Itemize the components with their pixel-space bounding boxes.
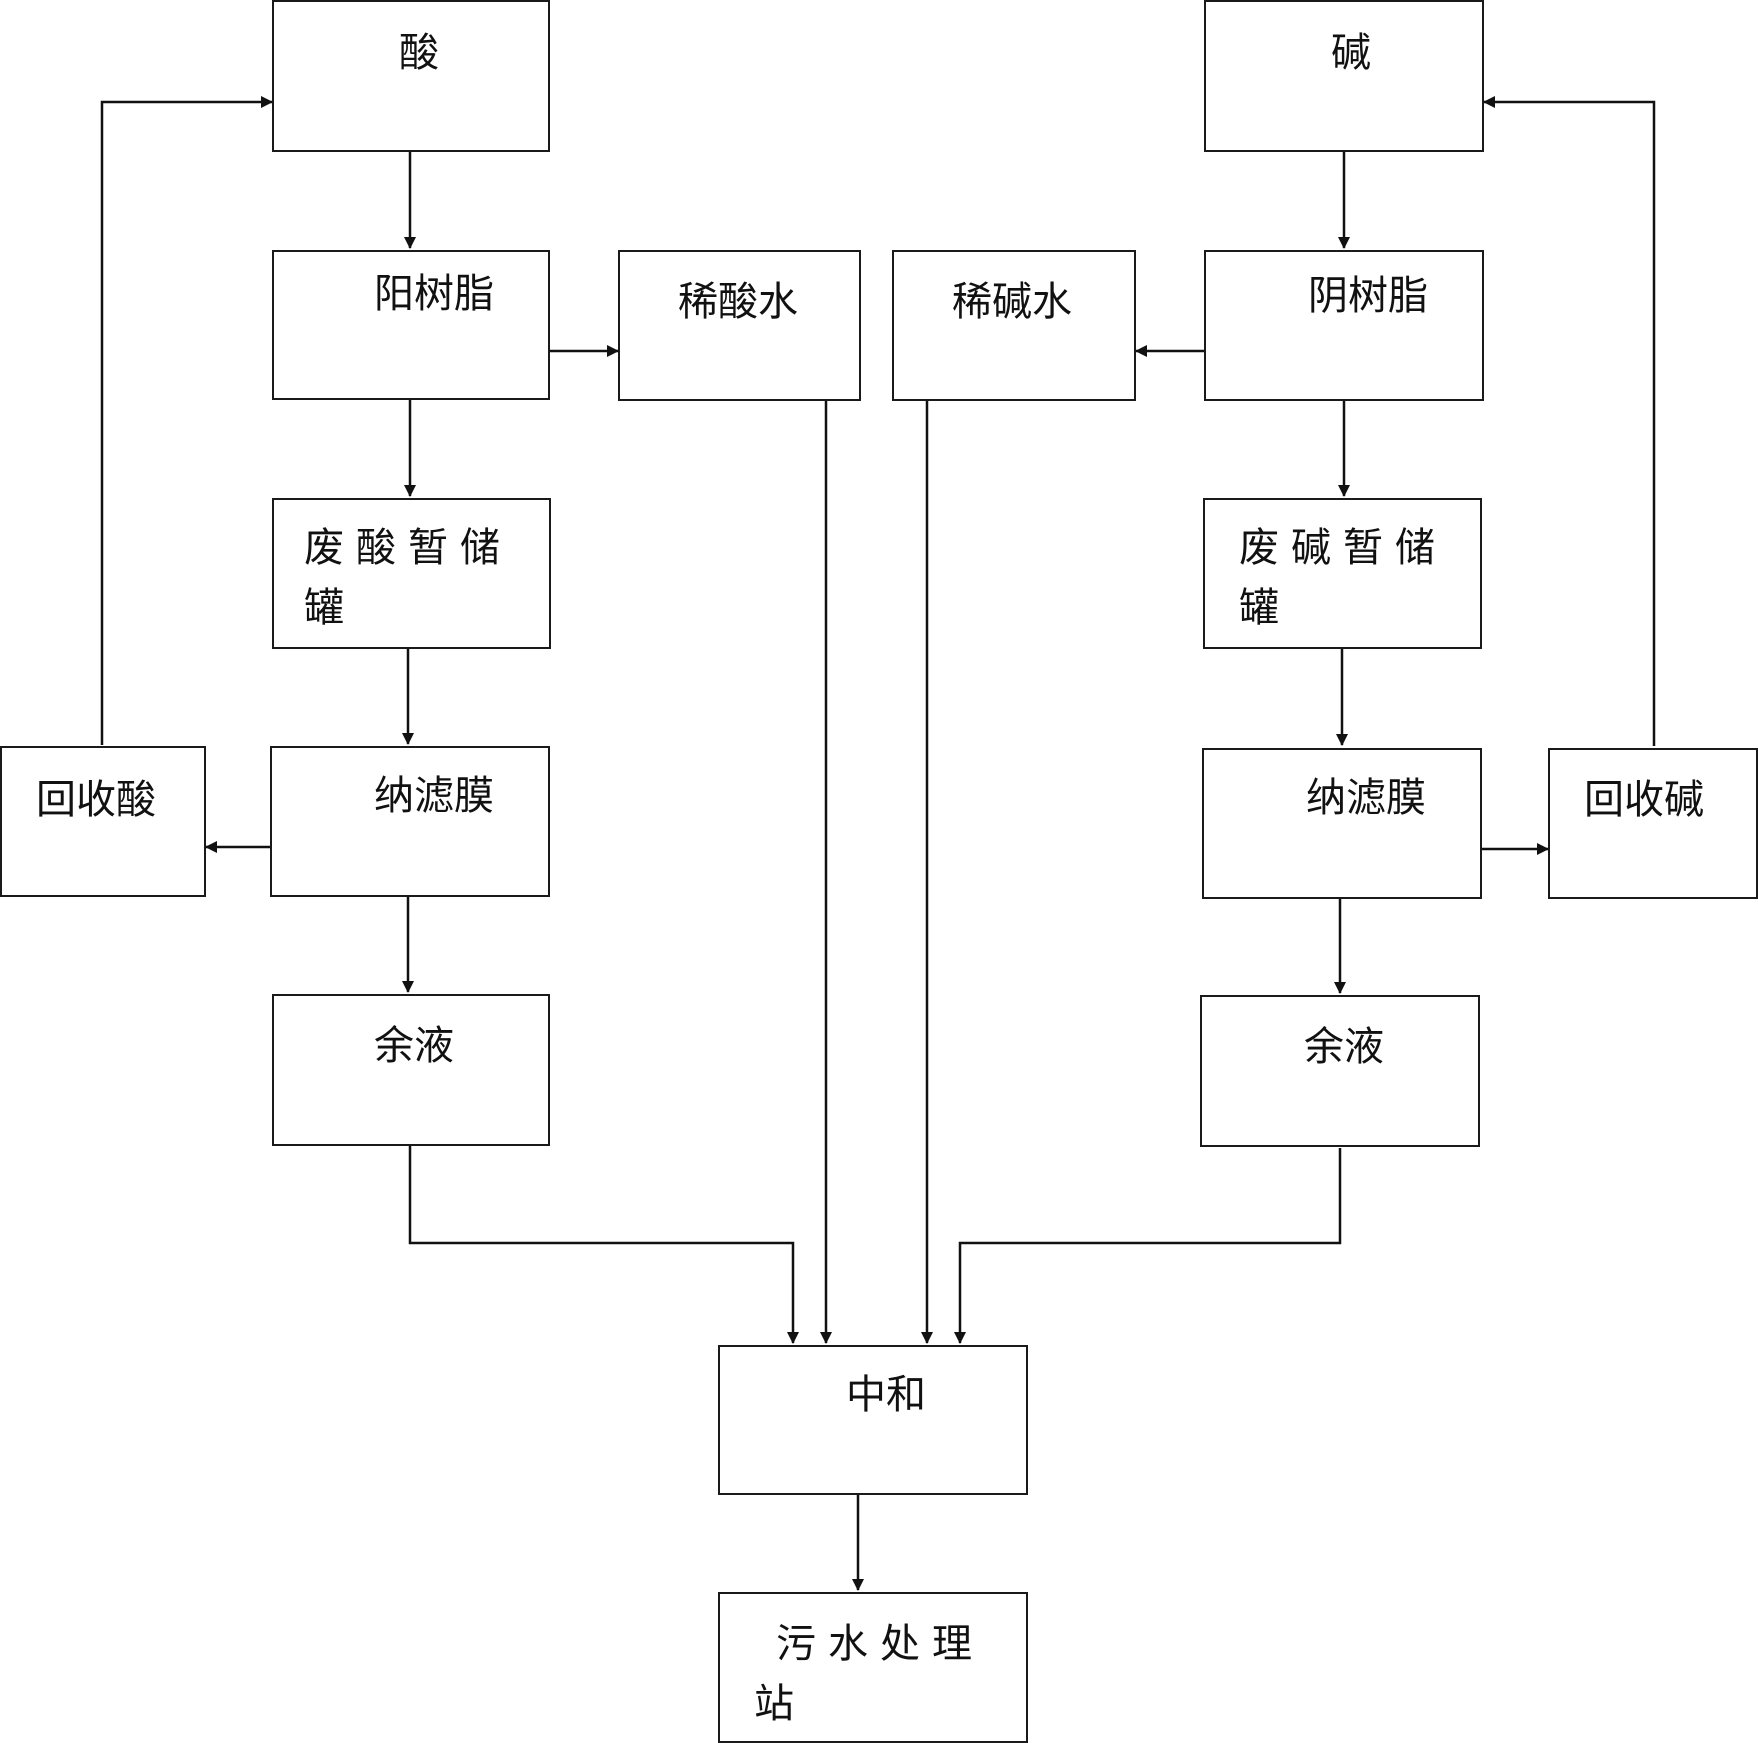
residue-left-box: 余液: [272, 994, 550, 1146]
recovered-acid-box: 回收酸: [0, 746, 206, 897]
residue-right-box: 余液: [1200, 995, 1480, 1147]
waste-base-tank-box: 废碱暂储 罐: [1203, 498, 1482, 649]
base-box: 碱: [1204, 0, 1484, 152]
cation-resin-box: 阳树脂: [272, 250, 550, 400]
waste-acid-tank-label-line1: 废酸暂储: [304, 525, 512, 571]
recovered-acid-label: 回收酸: [36, 777, 156, 823]
anion-resin-box: 阴树脂: [1204, 250, 1484, 401]
nanofiltration-right-box: 纳滤膜: [1202, 748, 1482, 899]
acid-label: 酸: [399, 30, 439, 76]
neutralization-box: 中和: [718, 1345, 1028, 1495]
waste-acid-tank-box: 废酸暂储 罐: [272, 498, 551, 649]
anion-resin-label: 阴树脂: [1308, 273, 1428, 319]
neutralization-label: 中和: [846, 1372, 926, 1418]
base-label: 碱: [1331, 30, 1371, 76]
waste-acid-tank-label-line2: 罐: [304, 585, 344, 631]
residue-right-label: 余液: [1304, 1024, 1384, 1070]
sewage-station-label-line2: 站: [754, 1681, 794, 1727]
nanofiltration-right-label: 纳滤膜: [1306, 775, 1426, 821]
nanofiltration-left-label: 纳滤膜: [374, 773, 494, 819]
arrow-residue-right-to-neutralization: [954, 1148, 1342, 1344]
recovered-base-label: 回收碱: [1584, 777, 1704, 823]
dilute-acid-water-label: 稀酸水: [678, 279, 798, 325]
sewage-station-box: 污水处理 站: [718, 1592, 1028, 1743]
dilute-acid-water-box: 稀酸水: [618, 250, 861, 401]
sewage-station-label-line1: 污水处理: [776, 1621, 984, 1667]
waste-base-tank-label-line1: 废碱暂储: [1239, 525, 1447, 571]
dilute-base-water-box: 稀碱水: [892, 250, 1136, 401]
cation-resin-label: 阳树脂: [374, 271, 494, 317]
acid-box: 酸: [272, 0, 550, 152]
nanofiltration-left-box: 纳滤膜: [270, 746, 550, 897]
recovered-base-box: 回收碱: [1548, 748, 1758, 899]
arrow-residue-left-to-neutralization: [408, 1146, 799, 1344]
arrow-recovered-acid-to-acid: [100, 96, 273, 745]
residue-left-label: 余液: [374, 1023, 454, 1069]
arrow-recovered-base-to-base: [1483, 96, 1656, 746]
dilute-base-water-label: 稀碱水: [952, 279, 1072, 325]
waste-base-tank-label-line2: 罐: [1239, 585, 1279, 631]
